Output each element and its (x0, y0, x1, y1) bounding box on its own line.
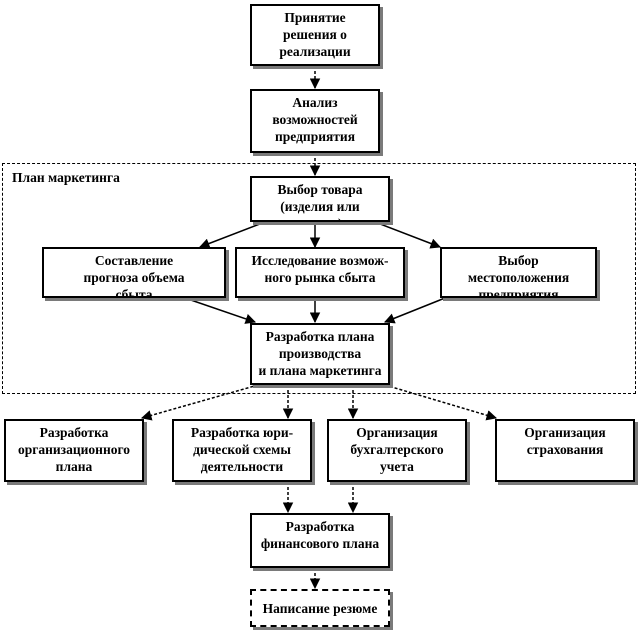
node-production-plan-label: Разработка плана производства и плана ма… (258, 329, 382, 378)
node-insurance: Организация страхования (495, 419, 635, 482)
arrow-location-prodplan (384, 297, 446, 324)
node-location-label: Выбор местоположения предприятия (467, 253, 570, 298)
node-forecast-label: Составление прогноза объема сбыта (83, 253, 185, 298)
node-analysis-label: Анализ возможностей предприятия (272, 95, 358, 144)
arrow-prodplan-orgplan (140, 384, 259, 421)
node-legal-scheme: Разработка юри- дической схемы деятельно… (172, 419, 312, 482)
arrow-product-location (374, 221, 441, 249)
node-accounting: Организация бухгалтерского учета (327, 419, 467, 482)
node-legal-scheme-label: Разработка юри- дической схемы деятельно… (190, 425, 294, 474)
node-location: Выбор местоположения предприятия (440, 247, 597, 298)
node-insurance-label: Организация страхования (524, 425, 606, 457)
marketing-plan-frame (2, 163, 636, 394)
marketing-plan-label: План маркетинга (12, 170, 120, 185)
node-production-plan: Разработка плана производства и плана ма… (250, 323, 390, 385)
node-forecast: Составление прогноза объема сбыта (42, 247, 226, 298)
arrow-forecast-prodplan (184, 297, 256, 324)
node-financial-plan-label: Разработка финансового плана (260, 519, 380, 551)
node-org-plan: Разработка организационного плана (4, 419, 144, 482)
node-analysis: Анализ возможностей предприятия (250, 89, 380, 153)
node-market-research: Исследование возмож- ного рынка сбыта (235, 247, 405, 298)
node-product-choice-label: Выбор товара (изделия или услуги) (277, 182, 363, 220)
node-accept-decision-label: Принятие решения о реализации (279, 10, 351, 59)
node-product-choice: Выбор товара (изделия или услуги) (250, 176, 390, 222)
node-market-research-label: Исследование возмож- ного рынка сбыта (251, 253, 389, 285)
arrow-product-forecast (199, 221, 266, 249)
node-accept-decision: Принятие решения о реализации (250, 4, 380, 66)
node-resume: Написание резюме (250, 589, 390, 627)
node-accounting-label: Организация бухгалтерского учета (350, 425, 444, 474)
arrow-prodplan-insurance (384, 384, 498, 421)
node-financial-plan: Разработка финансового плана (250, 513, 390, 568)
node-resume-label: Написание резюме (262, 600, 378, 616)
node-org-plan-label: Разработка организационного плана (17, 425, 131, 474)
